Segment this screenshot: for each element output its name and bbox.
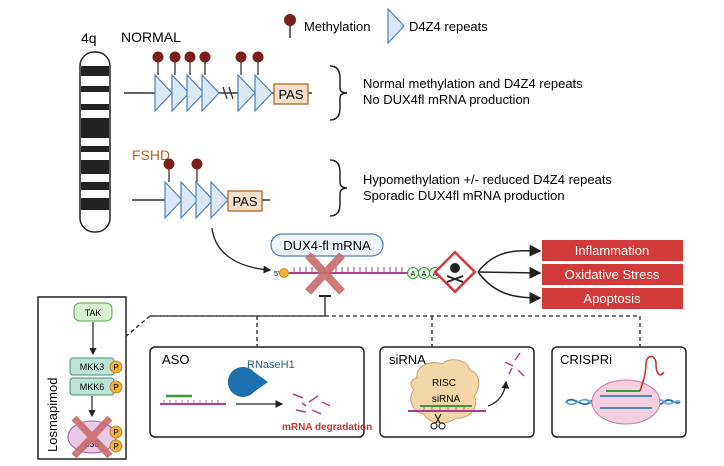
mkk6-label: MKK6 xyxy=(80,382,105,392)
methylation-mark xyxy=(152,51,164,63)
methylation-mark xyxy=(252,51,264,63)
legend: Methylation D4Z4 repeats xyxy=(284,7,488,45)
guide-rna-hairpin-icon xyxy=(639,355,665,392)
inhibition-connectors xyxy=(124,295,641,347)
phospho-icon xyxy=(109,425,123,439)
aso-panel: ASO RNaseH1 mRNA degradation xyxy=(149,346,372,438)
methylation-mark xyxy=(235,51,247,63)
sirna-panel: siRNA RISC siRNA xyxy=(379,346,535,438)
normal-description-1: Normal methylation and D4Z4 repeats xyxy=(363,76,583,91)
crispri-title: CRISPRi xyxy=(560,352,612,367)
d4z4-repeat xyxy=(186,73,205,113)
dcas9-protein-icon xyxy=(591,379,661,425)
normal-description-2: No DUX4fl mRNA production xyxy=(363,92,530,107)
d4z4-repeat xyxy=(237,73,256,113)
aso-result-label: mRNA degradation xyxy=(282,422,372,433)
methylation-legend-label: Methylation xyxy=(304,19,370,34)
normal-brace xyxy=(329,65,348,121)
mrna-cap-icon xyxy=(279,268,289,278)
poly-a-label: A xyxy=(433,271,438,278)
tak-label: TAK xyxy=(85,308,102,318)
sirna-title: siRNA xyxy=(389,352,426,367)
d4z4-repeat xyxy=(171,73,190,113)
normal-pas-label: PAS xyxy=(278,87,303,102)
outcome-inflammation: Inflammation xyxy=(542,240,683,261)
phospho-icon xyxy=(109,380,123,394)
sequence-break-icon xyxy=(222,86,234,100)
d4z4-repeat xyxy=(201,73,220,113)
fshd-pas-label: PAS xyxy=(232,194,257,209)
sirna-guide-label: siRNA xyxy=(432,394,461,405)
poly-a-label: A xyxy=(411,271,416,278)
methylation-mark xyxy=(163,158,175,170)
fshd-pas-box xyxy=(227,190,263,212)
risc-label: RISC xyxy=(432,378,456,389)
fshd-brace xyxy=(329,159,348,217)
fshd-description-1: Hypomethylation +/- reduced D4Z4 repeats xyxy=(363,172,612,187)
phospho-icon xyxy=(109,360,123,374)
transcription-arrow xyxy=(211,227,272,274)
methylation-mark xyxy=(184,51,196,63)
d4z4-repeat xyxy=(180,180,199,220)
cleavage-arrow xyxy=(487,380,510,407)
outcome-inflammation-label: Inflammation xyxy=(575,243,649,258)
p38-label: p38 xyxy=(84,439,99,449)
methylation-mark xyxy=(191,158,203,170)
rnaseh1-pacman-icon xyxy=(227,367,268,397)
phospho-label: P xyxy=(113,442,118,451)
dux4-mrna: DUX4-fl mRNA 5' A A A xyxy=(270,233,454,295)
phospho-label: P xyxy=(113,363,118,372)
outcome-oxidative-stress: Oxidative Stress xyxy=(542,264,683,285)
phospho-label: P xyxy=(113,383,118,392)
outcome-oxidative-stress-label: Oxidative Stress xyxy=(565,267,660,282)
normal-title: NORMAL xyxy=(121,29,181,45)
rna-fragments-icon xyxy=(292,393,331,415)
losmapimod-title: Losmapimod xyxy=(45,378,60,452)
mrna-title-box xyxy=(270,233,384,257)
crispri-panel: CRISPRi xyxy=(551,346,687,438)
repeat-legend-icon xyxy=(387,7,405,45)
rna-fragments-icon xyxy=(504,352,525,377)
methylation-legend-icon xyxy=(284,14,296,26)
d4z4-repeat xyxy=(254,73,273,113)
repeat-legend-label: D4Z4 repeats xyxy=(409,19,488,34)
toxicity-hazard-icon xyxy=(433,250,477,294)
normal-allele: NORMAL xyxy=(121,29,583,121)
scissors-icon xyxy=(430,413,446,430)
outcome-arrows xyxy=(477,244,542,304)
fshd-description-2: Sporadic DUX4fl mRNA production xyxy=(363,188,565,203)
fshd-title: FSHD xyxy=(132,147,170,163)
d4z4-repeat xyxy=(195,180,214,220)
phospho-label: P xyxy=(113,428,118,437)
p38-block-cross-icon xyxy=(71,415,113,459)
d4z4-repeat xyxy=(164,180,183,220)
mrna-five-prime: 5' xyxy=(274,271,279,278)
aso-enzyme-label: RNaseH1 xyxy=(247,359,295,371)
tak-box xyxy=(73,302,113,322)
poly-a-label: A xyxy=(422,271,427,278)
fshd-allele: FSHD PAS Hypomethylation +/- reduced D4Z… xyxy=(132,147,612,220)
normal-pas-box xyxy=(273,83,309,105)
methylation-mark xyxy=(169,51,181,63)
outcome-apoptosis: Apoptosis xyxy=(542,288,683,309)
outcome-apoptosis-label: Apoptosis xyxy=(583,291,641,306)
risc-complex-icon xyxy=(410,359,480,424)
mkk3-label: MKK3 xyxy=(80,362,105,372)
methylation-mark xyxy=(199,51,211,63)
mrna-block-cross-icon xyxy=(305,252,345,295)
aso-title: ASO xyxy=(162,352,189,367)
d4z4-repeat xyxy=(154,73,173,113)
phospho-icon xyxy=(109,439,123,453)
chromosome-label: 4q xyxy=(81,30,97,46)
chromosome-4q: 4q xyxy=(79,30,111,233)
losmapimod-panel: Losmapimod TAK MKK3 P MKK6 P p38 P P xyxy=(37,296,127,460)
mrna-title: DUX4-fl mRNA xyxy=(283,238,371,253)
d4z4-repeat xyxy=(210,180,229,220)
